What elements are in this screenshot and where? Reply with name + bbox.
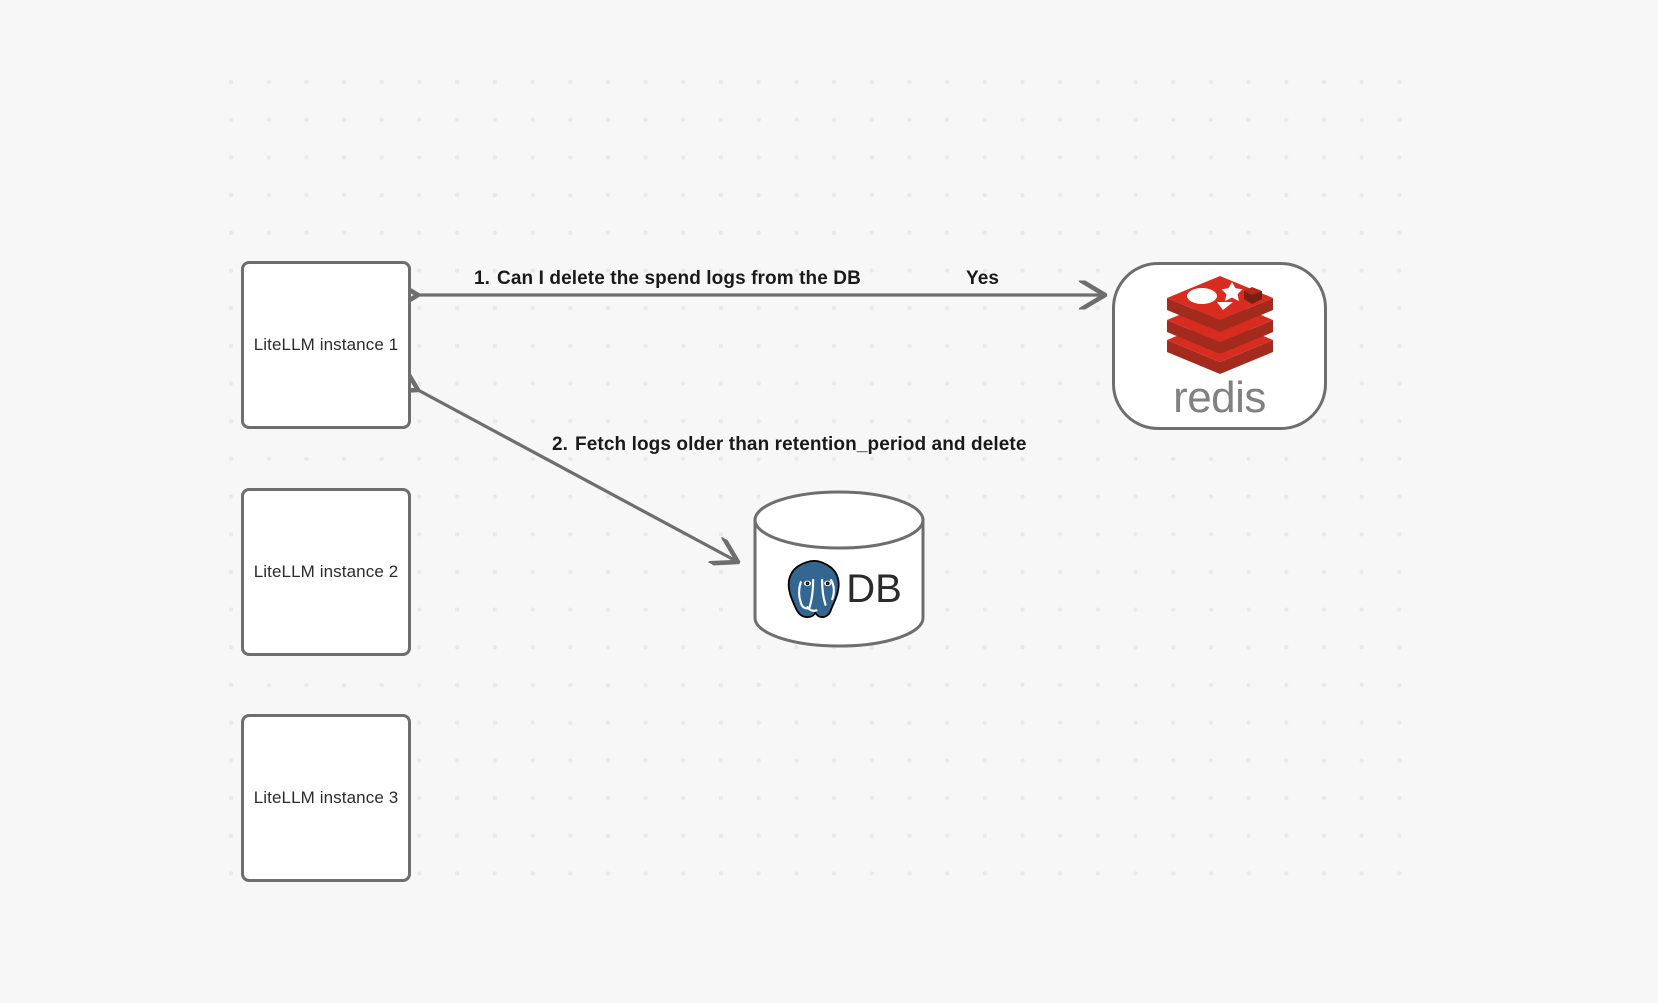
step-text: Fetch logs older than retention_period a…: [575, 434, 1027, 455]
step-number: 2.: [552, 434, 569, 455]
node-postgres-db[interactable]: DB: [752, 490, 926, 648]
node-litellm-instance-1[interactable]: LiteLLM instance 1: [241, 261, 411, 429]
node-label: LiteLLM instance 2: [253, 562, 399, 581]
edge-label-step-2: 2. Fetch logs older than retention_period…: [552, 434, 1027, 456]
edge-label-step-1: 1. Can I delete the spend logs from the D…: [474, 268, 861, 290]
node-litellm-instance-3[interactable]: LiteLLM instance 3: [241, 714, 411, 882]
redis-wordmark: redis: [1173, 373, 1266, 422]
postgresql-elephant-icon: [786, 558, 842, 620]
step-text: Can I delete the spend logs from the DB: [497, 268, 861, 289]
step-number: 1.: [474, 268, 491, 289]
node-label: LiteLLM instance 1: [253, 335, 399, 354]
node-label: LiteLLM instance 3: [253, 788, 399, 807]
db-label: DB: [846, 567, 902, 611]
node-redis[interactable]: redis: [1112, 262, 1327, 430]
edge-line: [418, 390, 738, 562]
redis-logo-icon: [1161, 276, 1279, 380]
node-litellm-instance-2[interactable]: LiteLLM instance 2: [241, 488, 411, 656]
edge-label-reply-yes: Yes: [966, 268, 1000, 289]
edge-litellm1-db[interactable]: [418, 390, 738, 562]
